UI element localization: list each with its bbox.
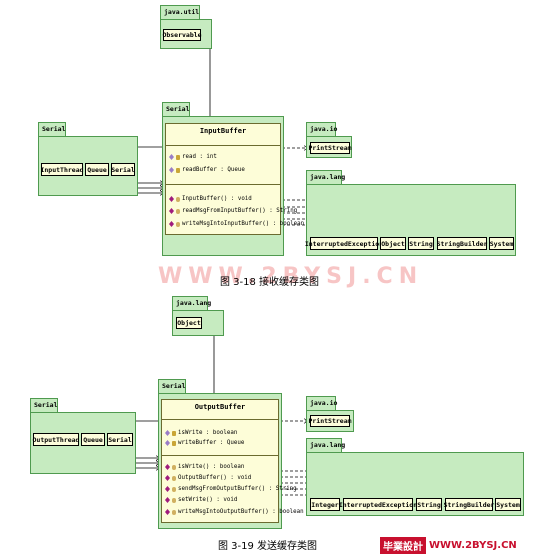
class-serial: Serial [111,163,135,176]
logo-cn-text: 毕業設計 [380,537,426,554]
class-interrupted-exception: InterruptedException [305,237,383,250]
class-system: System [489,237,514,250]
private-lock-icon [176,154,180,160]
attribute-icon [169,154,174,160]
class-print-stream-2: PrintStream [308,415,352,427]
public-icon [176,208,180,214]
divider [162,455,278,456]
package-tab-java-util: java.util [160,5,200,19]
class-string-2: String [416,498,442,511]
class-object: Object [380,237,406,250]
class-serial-2: Serial [107,433,133,446]
operation-set-write: setWrite() : void [165,497,237,503]
divider [166,184,280,185]
operation-icon [165,464,170,470]
operation-output-buffer: OutputBuffer() : void [165,475,251,481]
class-system-2: System [495,498,521,511]
operation-input-buffer: InputBuffer() : void [169,196,252,202]
watermark: WWW.2BYSJ.CN [158,264,424,289]
operation-write-msg: writeMsgIntoInputBuffer() : boolean [169,221,304,227]
class-queue-2: Queue [81,433,105,446]
operation-icon [169,196,174,202]
attribute-icon [169,167,174,173]
public-icon [172,475,176,481]
class-string-builder: StringBuilder [437,237,487,250]
class-print-stream: PrintStream [308,142,352,154]
private-lock-icon [172,440,176,446]
site-logo: 毕業設計 WWW.2BYSJ.CN [380,537,549,554]
attribute-write-buffer: writeBuffer : Queue [165,440,244,446]
operation-icon [165,497,170,503]
attribute-icon [165,440,170,446]
operation-read-msg: readMsgFromInputBuffer() : String [169,208,297,214]
operation-send-msg: sendMsgFromOutputBuffer() : String [165,486,297,492]
class-string: String [408,237,434,250]
operation-icon [169,221,174,227]
operation-icon [165,475,170,481]
class-integer: Integer [310,498,340,511]
class-object-top: Object [176,317,202,329]
class-observable: Observable [162,29,202,41]
class-output-buffer-title: OutputBuffer [194,403,246,411]
attribute-read-buffer: readBuffer : Queue [169,167,245,173]
package-tab-java-lang-2: java.lang [306,438,345,452]
package-tab-java-io-2: java.io [306,396,337,410]
class-string-builder-2: StringBuilder [444,498,494,511]
operation-icon [165,509,170,515]
public-icon [172,464,176,470]
logo-en-text: WWW.2BYSJ.CN [429,540,517,551]
operation-icon [169,208,174,214]
operation-write-msg-2: writeMsgIntoOutputBuffer() : boolean [165,509,304,515]
class-input-buffer-title: InputBuffer [199,127,247,135]
attribute-read: read : int [169,154,217,160]
public-icon [172,486,176,492]
figure-caption-2: 图 3-19 发送缓存类图 [218,541,318,552]
package-tab-serial-main-2: Serial [158,379,186,393]
divider [162,419,278,420]
package-tab-serial-left-2: Serial [30,398,58,412]
class-input-thread: InputThread [40,163,84,176]
public-icon [176,196,180,202]
public-icon [172,509,176,515]
attribute-is-write: isWrite : boolean [165,430,237,436]
class-queue: Queue [85,163,109,176]
operation-is-write: isWrite() : boolean [165,464,244,470]
attribute-icon [165,430,170,436]
package-tab-serial-left: Serial [38,122,66,136]
private-lock-icon [176,167,180,173]
operation-icon [165,486,170,492]
figure-caption-1: 图 3-18 接收缓存类图 [220,277,320,288]
class-interrupted-exception-2: InterruptedException [339,498,417,511]
package-tab-java-lang: java.lang [306,170,345,184]
package-tab-serial-main: Serial [162,102,190,116]
class-input-buffer: InputBuffer read : int readBuffer : Queu… [165,123,304,235]
private-lock-icon [172,430,176,436]
class-output-buffer: OutputBuffer isWrite : boolean writeBuff… [161,399,304,523]
package-tab-java-lang-top: java.lang [172,296,211,310]
public-icon [176,221,180,227]
public-icon [172,497,176,503]
package-tab-java-io: java.io [306,122,337,136]
class-output-thread: OutputThread [33,433,79,446]
divider [166,145,280,146]
